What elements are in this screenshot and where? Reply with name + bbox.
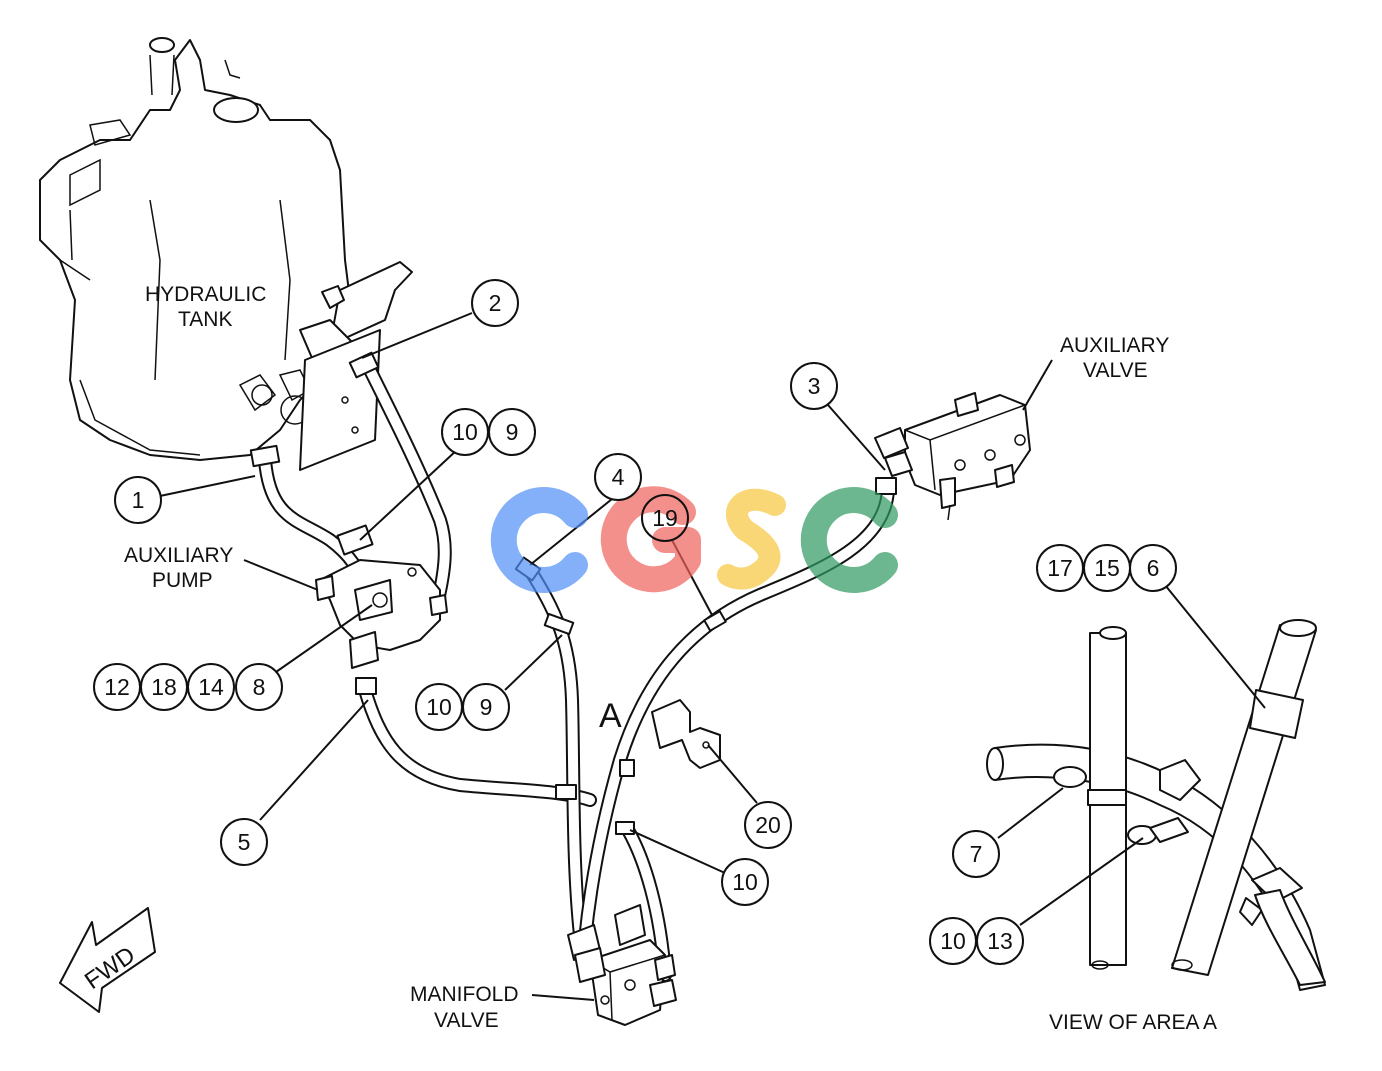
manifold-valve-label-line1: MANIFOLD [410,983,519,1006]
svg-text:18: 18 [151,674,177,700]
auxiliary-valve-label-line1: AUXILIARY [1060,334,1169,357]
callout-5: 5 [220,818,268,866]
watermark-letter-g [600,486,701,593]
svg-text:13: 13 [987,928,1013,954]
svg-text:17: 17 [1047,555,1073,581]
svg-text:8: 8 [253,674,266,700]
callout-3: 3 [790,362,838,410]
manifold-valve-label-line2: VALVE [434,1009,499,1032]
cgsc-watermark [490,486,898,593]
svg-text:7: 7 [970,841,983,867]
svg-text:10: 10 [732,869,758,895]
callout-13: 13 [976,917,1024,965]
callout-10d: 10 [929,917,977,965]
svg-text:10: 10 [452,419,478,445]
hydraulic-tank-label-line2: TANK [178,308,232,331]
auxiliary-pump-label-line1: AUXILIARY [124,544,233,567]
callout-19: 19 [641,494,689,542]
hydraulic-tank [39,37,351,461]
callout-1: 1 [114,476,162,524]
callout-18: 18 [140,663,188,711]
callout-17: 17 [1036,544,1084,592]
callout-9a: 9 [488,408,536,456]
svg-text:14: 14 [198,674,224,700]
svg-text:5: 5 [238,829,251,855]
svg-text:9: 9 [480,694,493,720]
fittings [249,351,897,835]
callout-10c: 10 [721,858,769,906]
area-a-detail [986,619,1326,991]
callout-15: 15 [1083,544,1131,592]
auxiliary-valve-label-line2: VALVE [1083,359,1148,382]
auxiliary-pump-label-line2: PUMP [152,569,213,592]
svg-text:10: 10 [940,928,966,954]
part-labels: HYDRAULIC TANK AUXILIARY VALVE AUXILIARY… [124,283,1217,1034]
manifold-valve [567,904,677,1026]
callouts: 1 2 3 4 5 17 15 6 7 12 18 14 8 10 9 10 9… [93,279,1177,965]
hoses [258,363,895,982]
callout-2: 2 [471,279,519,327]
svg-text:19: 19 [652,505,678,531]
watermark-letter-s [717,488,786,590]
svg-text:15: 15 [1094,555,1120,581]
callout-10a: 10 [441,408,489,456]
callout-12: 12 [93,663,141,711]
fwd-arrow: FWD [59,907,156,1013]
hydraulic-tank-label-line1: HYDRAULIC [145,283,266,306]
svg-text:9: 9 [506,419,519,445]
callout-9b: 9 [462,683,510,731]
callout-4: 4 [594,453,642,501]
callout-14: 14 [187,663,235,711]
callout-7: 7 [952,830,1000,878]
callout-20: 20 [744,801,792,849]
svg-text:12: 12 [104,674,130,700]
bracket-20 [651,699,721,769]
view-of-area-a-caption: VIEW OF AREA A [1049,1011,1217,1034]
callout-8: 8 [235,663,283,711]
svg-text:20: 20 [755,812,781,838]
auxiliary-valve [874,392,1031,521]
callout-10b: 10 [415,683,463,731]
svg-text:3: 3 [808,373,821,399]
callout-6: 6 [1129,544,1177,592]
svg-text:6: 6 [1147,555,1160,581]
watermark-letter-c2 [800,487,898,593]
svg-text:1: 1 [132,487,145,513]
svg-text:10: 10 [426,694,452,720]
watermark-letter-c1 [490,487,588,593]
auxiliary-pump [315,559,448,669]
svg-text:2: 2 [489,290,502,316]
area-a-marker: A [599,697,622,735]
svg-text:4: 4 [612,464,625,490]
leader-lines [159,312,1266,1001]
